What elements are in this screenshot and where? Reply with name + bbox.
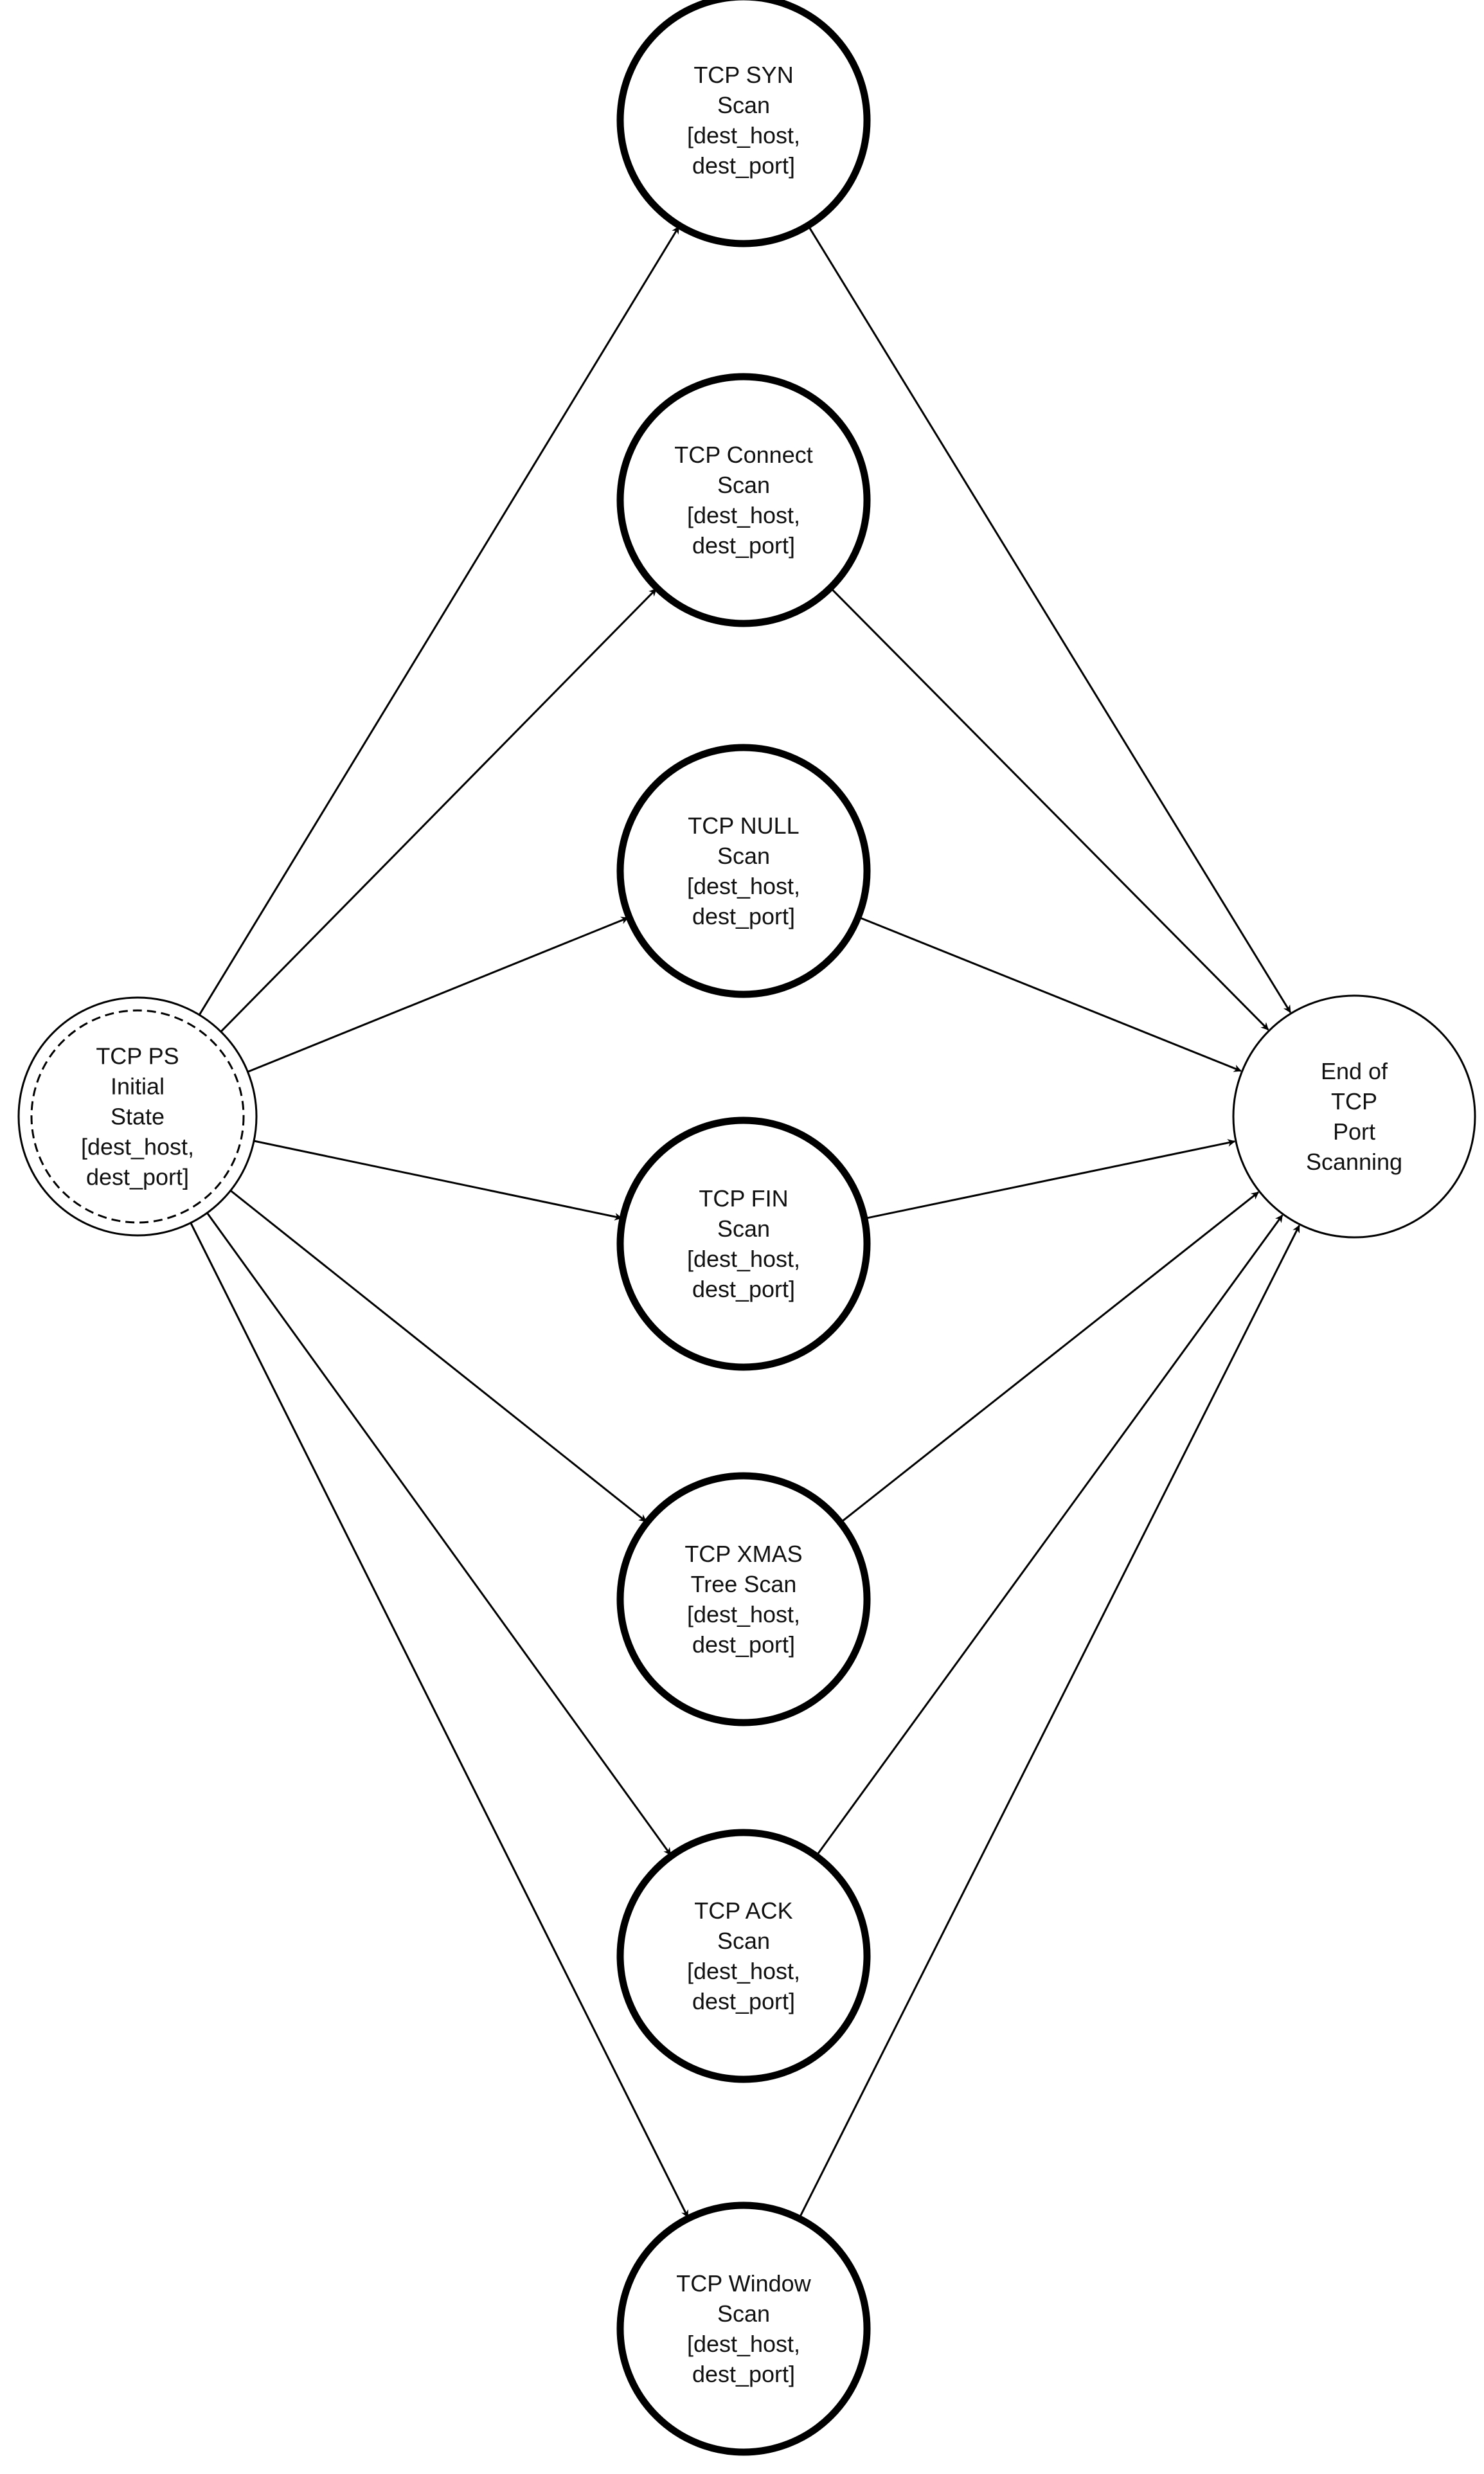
- edge-null-to-end: [857, 916, 1242, 1072]
- node-outer-circle: [17, 996, 258, 1237]
- tcp-fin-scan-node[interactable]: TCP FIN Scan [dest_host, dest_port]: [616, 1116, 871, 1371]
- node-label-line: TCP SYN: [693, 62, 793, 88]
- node-label-line: TCP Connect: [674, 442, 812, 468]
- tcp-xmas-tree-scan-node[interactable]: TCP XMAS Tree Scan [dest_host, dest_port]: [616, 1472, 871, 1726]
- edge-fin-to-end: [864, 1139, 1236, 1220]
- node-label-line: [dest_host,: [687, 873, 800, 899]
- node-label-line: TCP PS: [96, 1043, 179, 1070]
- edge-initial-to-window: [190, 1222, 689, 2218]
- nodes-layer: TCP PSInitialState[dest_host,dest_port]T…: [17, 0, 1476, 2456]
- node-label-line: dest_port]: [692, 1631, 795, 1658]
- node-label-line: dest_port]: [692, 1276, 795, 1302]
- edge-ack-to-end: [815, 1214, 1283, 1857]
- node-label-line: Tree Scan: [691, 1571, 797, 1597]
- node-label-line: TCP XMAS: [684, 1541, 802, 1567]
- node-label-line: [dest_host,: [687, 2331, 800, 2357]
- node-label-line: Scanning: [1306, 1149, 1402, 1175]
- edge-syn-to-end: [807, 224, 1291, 1014]
- node-circle: [616, 1116, 871, 1371]
- edge-initial-to-syn: [198, 226, 680, 1016]
- node-circle: [616, 744, 871, 998]
- tcp-ack-scan-node[interactable]: TCP ACK Scan [dest_host, dest_port]: [616, 1829, 871, 2083]
- node-label-line: dest_port]: [692, 152, 795, 179]
- node-label-line: dest_port]: [86, 1164, 189, 1190]
- node-label-line: [dest_host,: [687, 1246, 800, 1272]
- node-label-line: State: [111, 1104, 165, 1130]
- node-label-line: [dest_host,: [687, 1958, 800, 1984]
- node-label-line: [dest_host,: [687, 1601, 800, 1627]
- node-label-line: Scan: [717, 1928, 770, 1954]
- edge-window-to-end: [798, 1224, 1300, 2219]
- edge-xmas-to-end: [839, 1191, 1259, 1524]
- edges-layer: [190, 224, 1300, 2219]
- node-label-line: Scan: [717, 1215, 770, 1242]
- node-label-line: TCP NULL: [688, 812, 799, 839]
- edge-initial-to-null: [247, 917, 629, 1073]
- node-label-line: Scan: [717, 92, 770, 118]
- edge-initial-to-ack: [206, 1212, 672, 1856]
- node-circle: [616, 0, 871, 247]
- node-label-line: dest_port]: [692, 532, 795, 559]
- node-label-line: TCP FIN: [699, 1185, 788, 1212]
- node-label-line: End of: [1321, 1058, 1388, 1084]
- node-label-line: TCP: [1331, 1088, 1377, 1115]
- node-label-line: dest_port]: [692, 2361, 795, 2387]
- node-circle: [1232, 994, 1476, 1239]
- node-circle: [616, 2201, 871, 2456]
- edge-initial-to-connect: [220, 588, 657, 1033]
- node-label-line: dest_port]: [692, 1988, 795, 2014]
- edge-connect-to-end: [830, 587, 1269, 1031]
- node-circle: [616, 1829, 871, 2083]
- node-circle: [616, 1472, 871, 1726]
- node-label-line: TCP Window: [676, 2270, 811, 2297]
- node-circle: [616, 373, 871, 627]
- node-label-line: [dest_host,: [687, 122, 800, 148]
- node-label-line: Initial: [111, 1073, 165, 1100]
- tcp-null-scan-node[interactable]: TCP NULL Scan [dest_host, dest_port]: [616, 744, 871, 998]
- node-label-line: Scan: [717, 472, 770, 498]
- tcp-syn-scan-node[interactable]: TCP SYN Scan [dest_host, dest_port]: [616, 0, 871, 247]
- node-label-line: TCP ACK: [694, 1897, 792, 1924]
- node-label-line: [dest_host,: [687, 502, 800, 528]
- node-label-line: Scan: [717, 843, 770, 869]
- edge-initial-to-xmas: [229, 1190, 647, 1523]
- node-label-line: Scan: [717, 2300, 770, 2327]
- node-label-line: dest_port]: [692, 903, 795, 929]
- edge-initial-to-fin: [253, 1140, 623, 1221]
- node-label-line: [dest_host,: [81, 1134, 194, 1160]
- node-label-line: Port: [1333, 1118, 1375, 1145]
- node-inner-dashed-circle: [30, 1009, 245, 1224]
